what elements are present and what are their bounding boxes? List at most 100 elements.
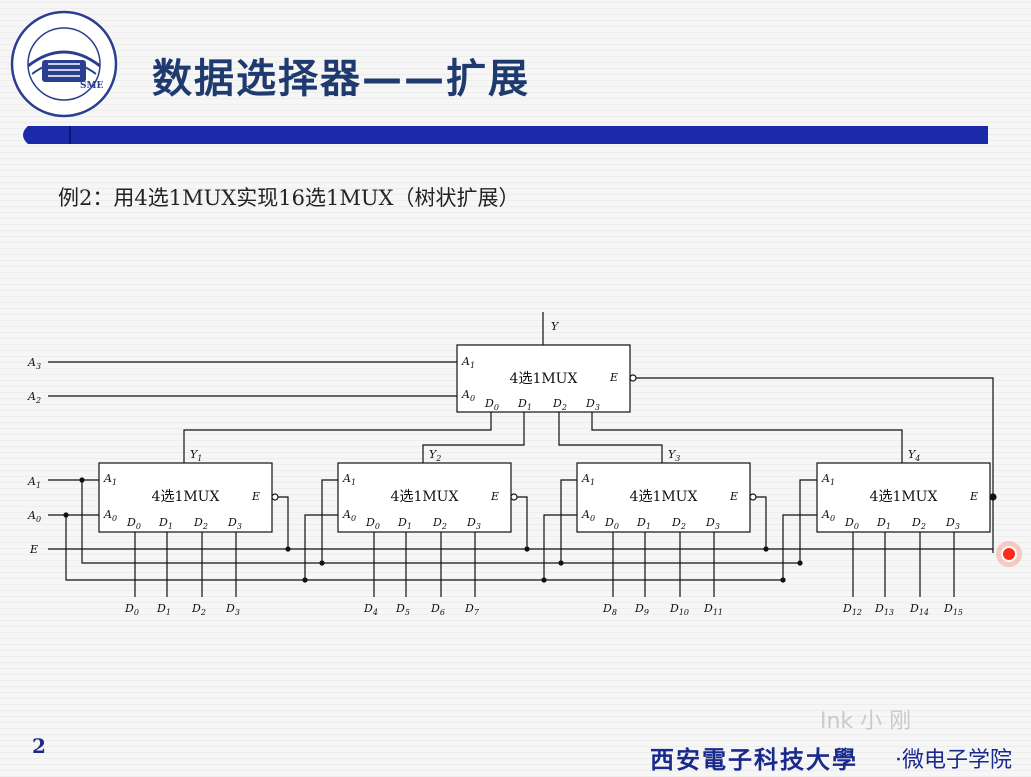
top-mux-select-label: A1: [461, 355, 475, 370]
bottom-output-label: Y4: [908, 448, 920, 463]
page-number: 2: [32, 734, 46, 758]
bottom-mux-input-label: D1: [636, 516, 651, 531]
data-line-label: D7: [464, 602, 480, 617]
a0-label: A0: [27, 509, 41, 524]
bottom-mux-input-label: D0: [365, 516, 380, 531]
junction-dot: [319, 560, 325, 566]
bottom-mux-select-label: A0: [581, 508, 595, 523]
bottom-mux-input-label: D3: [227, 516, 242, 531]
bottom-mux-input-label: D1: [876, 516, 891, 531]
bottom-mux-input-label: D2: [911, 516, 926, 531]
a0-branch: [304, 514, 338, 580]
bottom-mux-input-label: D3: [466, 516, 481, 531]
data-line-label: D3: [225, 602, 240, 617]
data-line-label: D14: [909, 602, 929, 617]
bottom-output-wire: [183, 412, 492, 463]
bottom-mux-enable-label: E: [729, 490, 738, 503]
top-mux-input-label: D2: [552, 397, 567, 412]
bottom-mux-input-label: D1: [397, 516, 412, 531]
junction-dot: [763, 546, 769, 552]
e-label: E: [29, 543, 38, 556]
bottom-mux-select-label: A1: [821, 472, 835, 487]
data-line-label: D8: [602, 602, 617, 617]
bottom-mux-select-label: A1: [342, 472, 356, 487]
a1-branch: [321, 479, 338, 563]
bottom-mux-box: [337, 462, 512, 533]
watermark: Ink 小 刚: [820, 709, 912, 734]
bottom-mux-input-label: D2: [671, 516, 686, 531]
bottom-mux-label: 4选1MUX: [391, 489, 459, 505]
bottom-mux-input-label: D0: [844, 516, 859, 531]
top-output-label: Y: [551, 320, 560, 333]
data-line-label: D9: [634, 602, 649, 617]
laser-pointer-dot: [1001, 546, 1017, 562]
bottom-enable-wire: [756, 496, 767, 549]
junction-dot: [990, 494, 996, 500]
bottom-output-label: Y1: [190, 448, 202, 463]
data-line-label: D12: [842, 602, 862, 617]
a1-branch: [560, 479, 577, 563]
data-line-label: D11: [703, 602, 723, 617]
bottom-mux-enable-label: E: [969, 490, 978, 503]
bottom-mux-enable-label: E: [251, 490, 260, 503]
inversion-bubble: [271, 493, 279, 501]
junction-dot: [524, 546, 530, 552]
inversion-bubble: [629, 374, 637, 382]
top-mux-input-label: D0: [484, 397, 499, 412]
a0-branch: [543, 514, 577, 580]
bottom-mux-label: 4选1MUX: [152, 489, 220, 505]
bottom-mux-label: 4选1MUX: [870, 489, 938, 505]
top-mux-input-label: D3: [585, 397, 600, 412]
junction-dot: [541, 577, 547, 583]
data-line-label: D6: [430, 602, 445, 617]
bottom-mux-select-label: A1: [103, 472, 117, 487]
junction-dot: [302, 577, 308, 583]
university-logo: SME: [10, 10, 118, 118]
bottom-mux-box: [816, 462, 991, 533]
bottom-output-wire: [591, 412, 903, 463]
bottom-mux-input-label: D0: [126, 516, 141, 531]
bottom-mux-select-label: A1: [581, 472, 595, 487]
bottom-mux-input-label: D2: [432, 516, 447, 531]
junction-dot: [780, 577, 786, 583]
bottom-enable-wire: [278, 496, 289, 549]
bottom-mux-label: 4选1MUX: [630, 489, 698, 505]
data-line-label: D15: [943, 602, 963, 617]
title-accent-bar: [23, 126, 988, 144]
inversion-bubble: [510, 493, 518, 501]
top-mux-box: [456, 344, 631, 413]
top-mux-input-label: D1: [517, 397, 532, 412]
bottom-mux-select-label: A0: [103, 508, 117, 523]
footer-university: 西安電子科技大學: [650, 745, 858, 774]
bottom-mux-select-label: A0: [821, 508, 835, 523]
data-line-label: D1: [156, 602, 171, 617]
footer-college: ·微电子学院: [895, 748, 1012, 773]
bottom-enable-wire: [517, 496, 528, 549]
bottom-mux-box: [576, 462, 751, 533]
bottom-mux-input-label: D3: [945, 516, 960, 531]
data-line-label: D5: [395, 602, 410, 617]
bottom-output-wire: [558, 412, 663, 463]
a2-label: A2: [27, 390, 41, 405]
data-line-label: D2: [191, 602, 206, 617]
junction-dot: [797, 560, 803, 566]
inversion-bubble: [749, 493, 757, 501]
data-line-label: D4: [363, 602, 378, 617]
a0-branch: [782, 514, 817, 580]
junction-dot: [558, 560, 564, 566]
bottom-mux-enable-label: E: [490, 490, 499, 503]
junction-dot: [285, 546, 291, 552]
top-mux-select-label: A0: [461, 388, 475, 403]
bottom-mux-input-label: D2: [193, 516, 208, 531]
bottom-mux-input-label: D1: [158, 516, 173, 531]
bottom-output-wire: [422, 412, 525, 463]
bottom-output-label: Y3: [668, 448, 680, 463]
example-subtitle: 例2：用4选1MUX实现16选1MUX（树状扩展）: [58, 186, 520, 210]
bottom-mux-select-label: A0: [342, 508, 356, 523]
bottom-output-label: Y2: [429, 448, 441, 463]
a1-branch: [799, 479, 817, 563]
top-mux-label: 4选1MUX: [510, 371, 578, 387]
a1-label: A1: [27, 475, 41, 490]
